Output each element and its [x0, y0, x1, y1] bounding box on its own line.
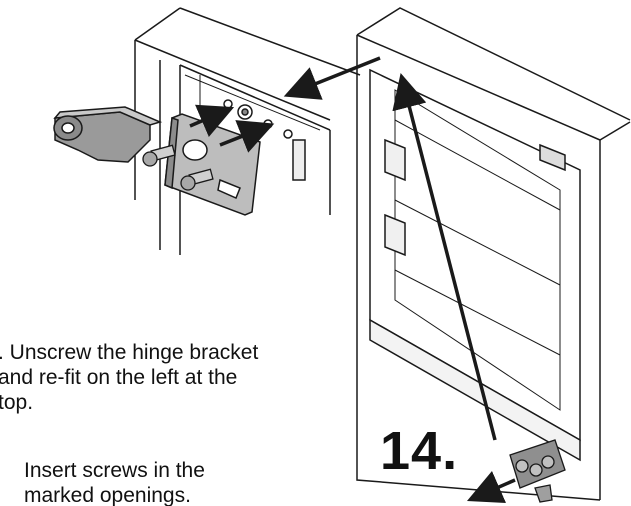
fridge-cabinet: [356, 7, 631, 501]
instruction-step-2: Insert screws in the marked openings.: [24, 459, 205, 506]
instruction-step-1: . Unscrew the hinge bracket and re-fit o…: [0, 341, 259, 414]
screws-detail: [142, 144, 214, 191]
hinge-bracket: [53, 106, 163, 163]
step-number-label: 14.: [380, 421, 459, 481]
insert-arrows-detail: [189, 104, 275, 153]
detail-view-cabinet-corner: [134, 7, 361, 255]
transfer-arrows: [283, 56, 516, 504]
bottom-hinge: [509, 439, 566, 503]
